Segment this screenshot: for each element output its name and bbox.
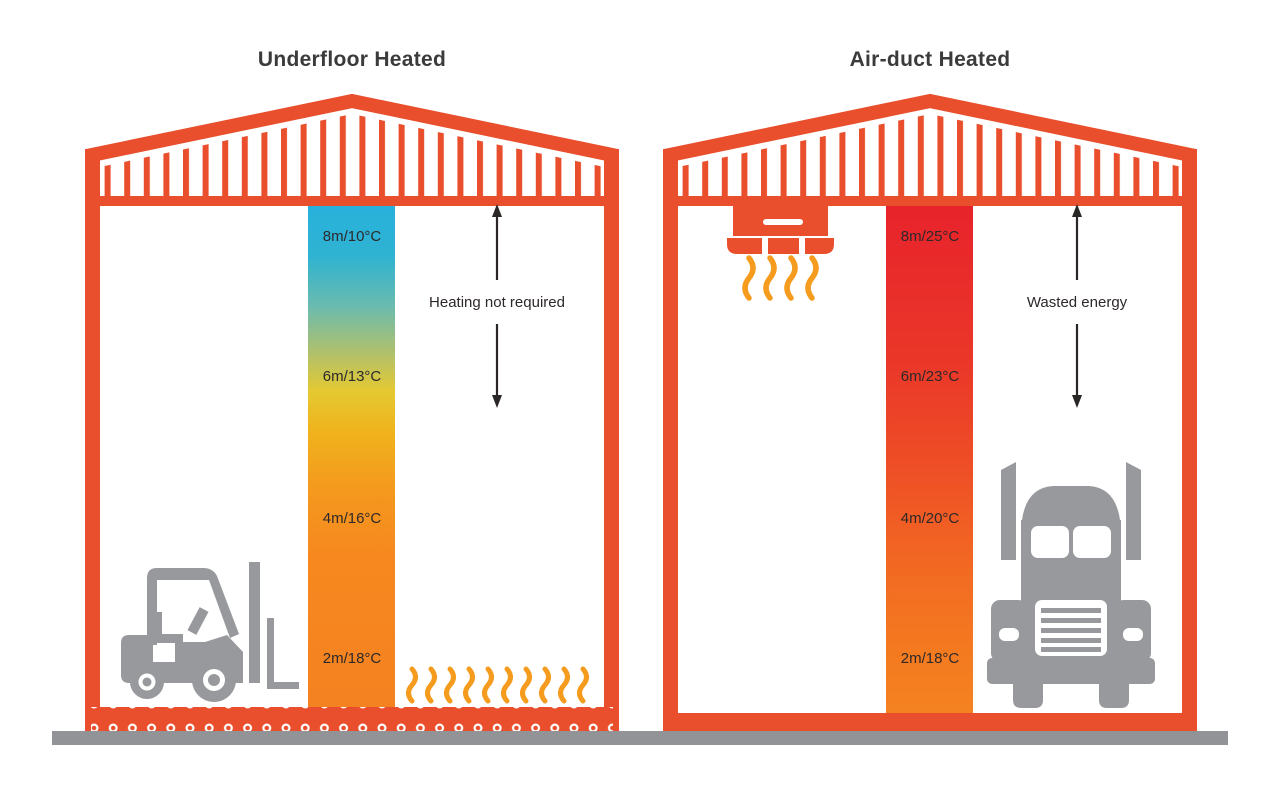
underfloor-building <box>85 93 619 731</box>
ceiling-beam <box>678 196 1182 206</box>
temp-label-2m: 2m/18°C <box>900 650 960 667</box>
roof-outline <box>85 93 619 163</box>
temp-label-4m: 4m/20°C <box>900 510 960 527</box>
air-duct-heater-icon <box>727 204 834 254</box>
temperature-gradient-column <box>308 206 395 707</box>
ground-bar <box>52 731 1228 745</box>
roof-outline <box>663 93 1197 163</box>
floor-heat-waves-icon <box>406 666 589 704</box>
forklift-icon <box>121 562 299 702</box>
temp-label-6m: 6m/23°C <box>900 368 960 385</box>
double-arrow-icon <box>492 204 502 408</box>
temp-label-8m: 8m/10°C <box>322 228 382 245</box>
heating-not-required-label: Heating not required <box>429 294 565 311</box>
underfloor-heating-dots <box>91 707 613 731</box>
left-wall <box>85 149 100 731</box>
left-wall <box>663 149 678 731</box>
roof-truss-hatching <box>97 114 607 196</box>
right-wall <box>1182 149 1197 731</box>
ceiling-beam <box>100 196 604 206</box>
double-arrow-icon <box>1072 204 1082 408</box>
heater-heat-waves-icon <box>742 255 819 301</box>
roof-truss-hatching <box>675 114 1185 196</box>
right-wall <box>604 149 619 731</box>
wasted-energy-label: Wasted energy <box>1026 294 1128 311</box>
temp-label-6m: 6m/13°C <box>322 368 382 385</box>
underfloor-title: Underfloor Heated <box>257 48 447 71</box>
temp-label-8m: 8m/25°C <box>900 228 960 245</box>
truck-icon <box>987 462 1155 708</box>
temperature-gradient-column <box>886 206 973 713</box>
floor <box>663 713 1197 731</box>
temp-label-2m: 2m/18°C <box>322 650 382 667</box>
airduct-building <box>663 93 1197 731</box>
airduct-title: Air-duct Heated <box>849 48 1011 71</box>
temp-label-4m: 4m/16°C <box>322 510 382 527</box>
